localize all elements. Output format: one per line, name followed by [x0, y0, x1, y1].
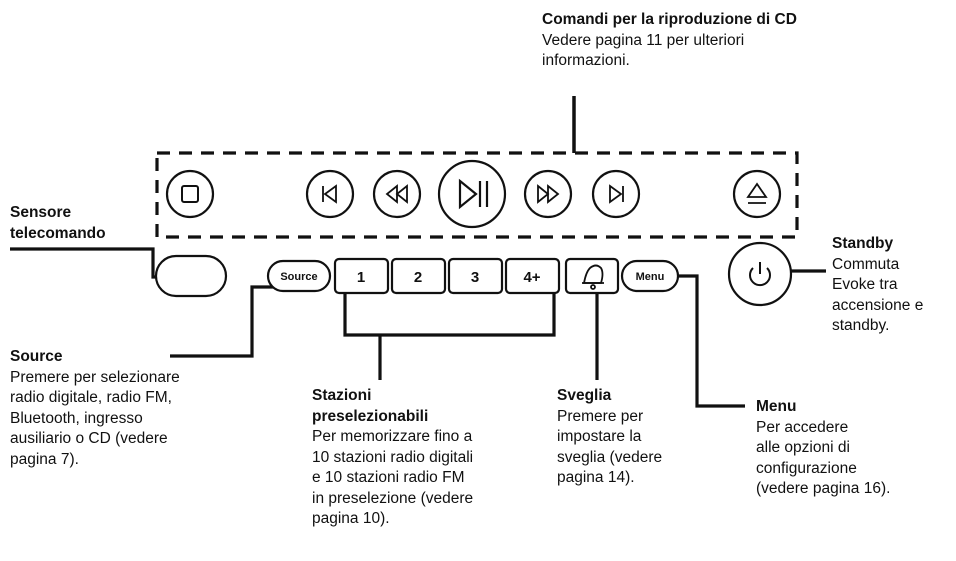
- cd-controls-description: Vedere pagina 11 per ulteriori informazi…: [542, 31, 745, 70]
- skip-next-icon: [609, 184, 624, 204]
- source-button[interactable]: [266, 259, 332, 293]
- play-pause-icon: [458, 178, 489, 210]
- source-callout: Source Premere per selezionare radio dig…: [10, 347, 250, 470]
- remote-sensor-leader: [10, 247, 166, 279]
- skip-previous-icon: [322, 184, 337, 204]
- fast-forward-icon: [537, 184, 560, 204]
- presets-callout: Stazioni preselezionabili Per memorizzar…: [312, 386, 532, 530]
- presets-description: Per memorizzare fino a 10 stazioni radio…: [312, 428, 474, 527]
- preset-2-label: 2: [414, 269, 422, 286]
- cd-controls-callout: Comandi per la riproduzione di CD Vedere…: [542, 10, 922, 72]
- standby-description: Commuta Evoke tra accensione e standby.: [832, 255, 924, 335]
- preset-2-button[interactable]: [390, 257, 447, 295]
- preset-4-label: 4+: [523, 269, 540, 286]
- bell-icon: [582, 264, 604, 290]
- preset-4-button[interactable]: [504, 257, 561, 295]
- fast-forward-button[interactable]: [523, 169, 573, 219]
- preset-1-label: 1: [357, 269, 365, 286]
- preset-3-button[interactable]: [447, 257, 504, 295]
- stop-icon: [181, 185, 199, 203]
- presets-leader: [343, 293, 556, 337]
- source-description: Premere per selezionare radio digitale, …: [10, 368, 180, 468]
- menu-description: Per accedere alle opzioni di configurazi…: [756, 418, 891, 498]
- preset-1-button[interactable]: [333, 257, 390, 295]
- rewind-icon: [385, 184, 408, 204]
- alarm-callout: Sveglia Premere per impostare la sveglia…: [557, 386, 707, 489]
- alarm-button[interactable]: [564, 257, 620, 295]
- remote-sensor-callout: Sensore telecomando: [10, 203, 160, 244]
- skip-previous-button[interactable]: [305, 169, 355, 219]
- remote-sensor-window: [154, 254, 228, 298]
- source-title: Source: [10, 348, 63, 365]
- menu-leader: [678, 274, 745, 408]
- menu-button[interactable]: [620, 259, 680, 293]
- alarm-description: Premere per impostare la sveglia (vedere…: [557, 407, 663, 487]
- standby-title: Standby: [832, 235, 894, 252]
- skip-next-button[interactable]: [591, 169, 641, 219]
- standby-callout: Standby Commuta Evoke tra accensione e s…: [832, 234, 954, 337]
- eject-button[interactable]: [732, 169, 782, 219]
- power-icon: [749, 262, 771, 287]
- rewind-button[interactable]: [372, 169, 422, 219]
- presets-title: Stazioni preselezionabili: [312, 387, 429, 425]
- menu-callout: Menu Per accedere alle opzioni di config…: [756, 397, 952, 500]
- cd-controls-title: Comandi per la riproduzione di CD: [542, 11, 797, 28]
- play-pause-button[interactable]: [437, 159, 507, 229]
- alarm-title: Sveglia: [557, 387, 612, 404]
- source-leader: [170, 285, 290, 358]
- remote-sensor-title: Sensore telecomando: [10, 204, 106, 242]
- preset-3-label: 3: [471, 269, 479, 286]
- source-button-label: Source: [280, 271, 317, 283]
- stop-button[interactable]: [165, 169, 215, 219]
- menu-title: Menu: [756, 398, 797, 415]
- menu-button-label: Menu: [636, 271, 665, 283]
- standby-button[interactable]: [727, 241, 793, 307]
- eject-icon: [746, 182, 768, 204]
- cd-controls-group: [155, 151, 799, 239]
